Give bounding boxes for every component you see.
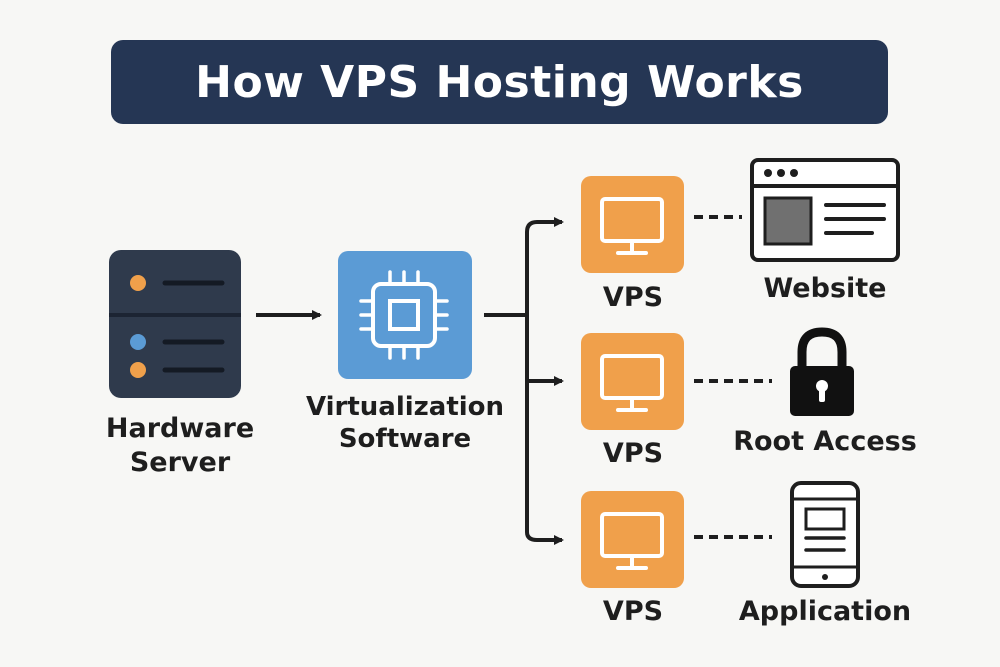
application-label: Application <box>738 596 912 627</box>
root-access-label: Root Access <box>733 426 917 457</box>
branch-connector <box>484 217 564 545</box>
monitor-icon <box>600 354 664 412</box>
smartphone-icon <box>790 481 860 588</box>
vps-box-top <box>581 176 684 273</box>
server-rack-icon <box>109 250 241 398</box>
hardware-server-label: Hardware Server <box>105 413 255 478</box>
vps-box-middle <box>581 333 684 430</box>
vps-label-top: VPS <box>602 282 664 313</box>
browser-window-icon <box>750 158 900 262</box>
diagram-title: How VPS Hosting Works <box>195 56 804 108</box>
virtualization-software-label: Virtualization Software <box>305 392 505 454</box>
vps-label-bottom: VPS <box>602 596 664 627</box>
vps-box-bottom <box>581 491 684 588</box>
vps-label-middle: VPS <box>602 438 664 469</box>
website-label: Website <box>763 273 887 304</box>
title-banner: How VPS Hosting Works <box>111 40 888 124</box>
cpu-chip-icon <box>338 251 472 379</box>
padlock-icon <box>790 327 854 416</box>
monitor-icon <box>600 197 664 255</box>
monitor-icon <box>600 512 664 570</box>
